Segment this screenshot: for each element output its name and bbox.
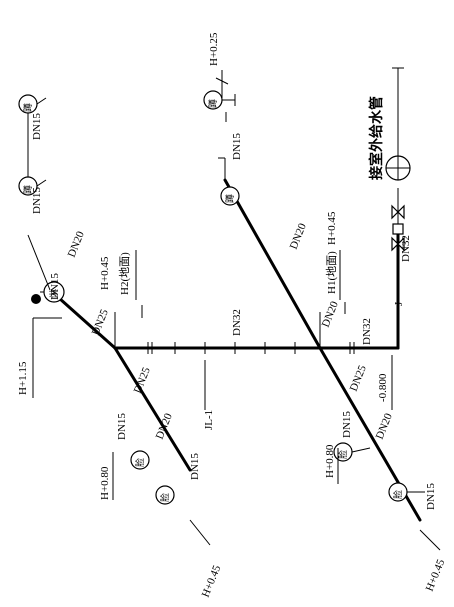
dn20-label-r1: DN20 [288, 221, 309, 251]
dn15-label-l4: DN15 [189, 453, 201, 480]
h1-branch-up [223, 178, 322, 350]
h1-level: H+0.45 [326, 211, 338, 245]
dn15-label-l1: DN15 [31, 113, 43, 140]
basin-fixture-l2: 脸 [159, 493, 170, 502]
dn15-label-r: DN15 [231, 133, 243, 160]
dn20-label-r3: DN20 [374, 411, 395, 441]
h2-label: H2(地面) [118, 252, 131, 295]
dn15-label-l0: DN15 [49, 273, 61, 300]
wc-fixture-r2: 蹲 [224, 194, 235, 203]
h2-branch-down [113, 346, 192, 472]
basin-fixture-l1: 脸 [134, 458, 145, 467]
basin-fixture-r2: 脸 [392, 490, 403, 499]
dn15-label-r2: DN15 [341, 411, 353, 438]
shower-label: 淋 [48, 289, 59, 298]
dn15-label-l3: DN15 [116, 413, 128, 440]
main-dn32-label: DN32 [231, 309, 243, 336]
minus-0800-label: -0.800 [377, 373, 389, 402]
gate-valve-icon [391, 236, 405, 252]
basin-fixture-r1: 脸 [337, 450, 348, 459]
h080-label-r: H+0.80 [324, 444, 336, 478]
dn25-label-l2: DN25 [132, 365, 153, 395]
h045-label-r: H+0.45 [424, 557, 448, 593]
h2-level: H+0.45 [99, 256, 111, 290]
wc-fixture-l2: 蹲 [22, 185, 33, 194]
h025-label: H+0.25 [208, 32, 220, 66]
check-valve-icon [392, 223, 404, 235]
dn15-label-l2: DN15 [31, 187, 43, 214]
dn20-label-l1: DN20 [66, 229, 87, 259]
wc-fixture-r: 蹲 [207, 99, 218, 108]
h045-label-l: H+0.45 [200, 563, 224, 599]
h1-label: H1(地面) [325, 251, 338, 294]
h080-label-l: H+0.80 [99, 466, 111, 500]
dn32-label: DN32 [400, 235, 412, 262]
jl-1-label: JL-1 [203, 410, 215, 430]
dn32-label-2: DN32 [361, 318, 373, 345]
gate-valve-icon [391, 204, 405, 220]
dn25-label-r: DN25 [348, 363, 369, 393]
dn15-label-r3: DN15 [425, 483, 437, 510]
pipe-markers [147, 342, 355, 354]
wc-fixture-l1: 蹲 [22, 103, 33, 112]
j-label: J [393, 301, 405, 306]
inlet-label: 接室外给水管 [368, 96, 385, 180]
dn20-label-r2: DN20 [320, 299, 341, 329]
h115-label: H+1.15 [17, 361, 29, 395]
dn25-label-l1: DN25 [90, 307, 111, 337]
